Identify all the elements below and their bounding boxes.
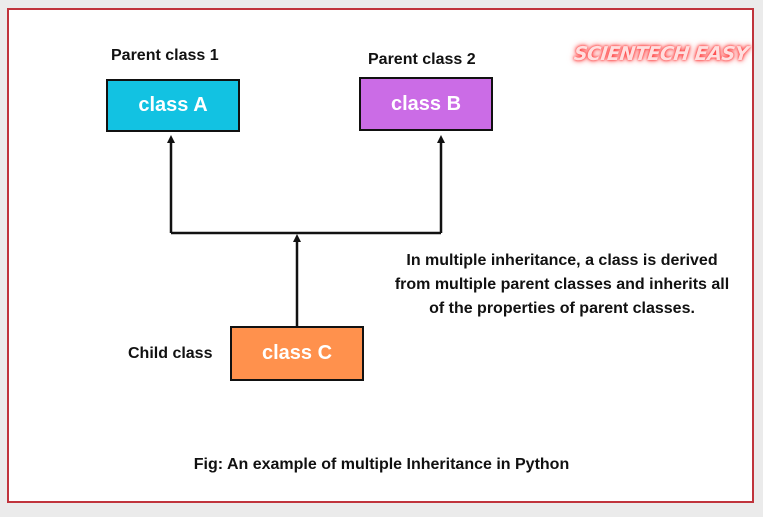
parent-class-2-label: Parent class 2 [368, 51, 476, 68]
child-class-label: Child class [128, 345, 213, 362]
class-c-name: class C [261, 342, 333, 364]
class-b-box: class B [359, 77, 493, 131]
class-a-box: class A [106, 79, 240, 132]
class-a-name: class A [138, 94, 208, 116]
figure-caption: Fig: An example of multiple Inheritance … [193, 456, 570, 473]
parent-class-1-label: Parent class 1 [111, 47, 219, 64]
description-text: In multiple inheritance, a class is deri… [394, 252, 730, 317]
class-c-box: class C [230, 326, 364, 381]
class-b-name: class B [390, 92, 462, 115]
